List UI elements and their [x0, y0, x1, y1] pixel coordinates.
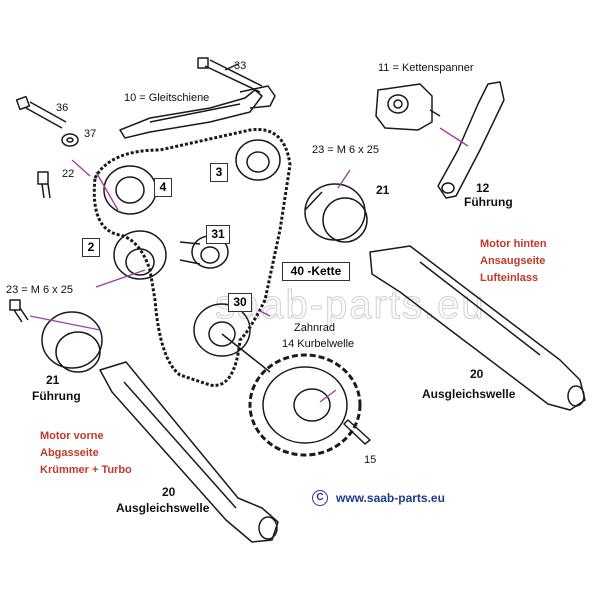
guide-21-right [304, 183, 368, 243]
label-fuehrung-right: Führung [464, 195, 513, 209]
crankshaft-gear-14 [248, 353, 362, 457]
note-motor-vorne: Motor vorne [40, 430, 104, 442]
label-kurbelwelle: 14 Kurbelwelle [282, 338, 355, 350]
label-20-left: 20 [162, 485, 176, 499]
label-36: 36 [56, 102, 69, 114]
label-31: 31 [206, 225, 230, 244]
label-20-right: 20 [470, 367, 484, 381]
label-40-chain: 40 -Kette [282, 262, 350, 281]
bolt-22 [37, 171, 51, 199]
balance-shaft-20-left [99, 361, 279, 543]
label-ausgleichswelle-right: Ausgleichswelle [422, 387, 516, 401]
note-kruemmer-turbo: Krümmer + Turbo [40, 464, 132, 476]
copyright-url[interactable]: www.saab-parts.eu [336, 491, 445, 505]
bolt-23-left [9, 299, 29, 323]
copyright-icon: C [312, 490, 328, 506]
watermark-text: saab-parts.eu [215, 283, 486, 327]
label-zahnrad: Zahnrad [294, 322, 335, 334]
note-abgasseite: Abgasseite [40, 447, 99, 459]
label-m6-right: 23 = M 6 x 25 [312, 144, 379, 156]
label-21-right: 21 [376, 183, 390, 197]
leader-lines [29, 127, 469, 403]
copyright-line: C www.saab-parts.eu [312, 490, 445, 506]
label-37: 37 [84, 128, 97, 140]
label-33: 33 [234, 60, 247, 72]
note-lufteinlass: Lufteinlass [480, 272, 539, 284]
sprocket-30 [193, 303, 271, 373]
timing-chain-40 [92, 127, 292, 387]
label-ausgleichswelle-left: Ausgleichswelle [116, 501, 210, 515]
chain-guide-12 [437, 81, 505, 199]
label-21-left: 21 [46, 373, 60, 387]
note-ansaugseite: Ansaugseite [480, 255, 546, 267]
balance-shaft-20-right [369, 245, 586, 411]
label-4: 4 [154, 178, 172, 197]
label-m6-left: 23 = M 6 x 25 [6, 284, 73, 296]
washer-37 [61, 133, 79, 147]
label-12: 12 [476, 181, 490, 195]
slide-rail-10 [119, 85, 276, 139]
label-22: 22 [62, 168, 75, 180]
sprocket-4 [103, 165, 157, 215]
bolt-33 [197, 57, 263, 93]
key-15 [343, 419, 371, 445]
chain-tensioner-11 [375, 83, 441, 131]
label-30: 30 [228, 293, 252, 312]
sprocket-2 [113, 230, 167, 280]
label-15: 15 [364, 454, 377, 466]
label-fuehrung-left: Führung [32, 389, 81, 403]
label-gleitschiene: 10 = Gleitschiene [124, 92, 210, 104]
guide-21-left [41, 311, 103, 373]
label-2: 2 [82, 238, 100, 257]
label-kettenspanner: 11 = Kettenspanner [378, 62, 474, 74]
bolt-36 [15, 95, 67, 129]
note-motor-hinten: Motor hinten [480, 238, 547, 250]
sprocket-3 [235, 139, 281, 181]
label-3: 3 [210, 163, 228, 182]
